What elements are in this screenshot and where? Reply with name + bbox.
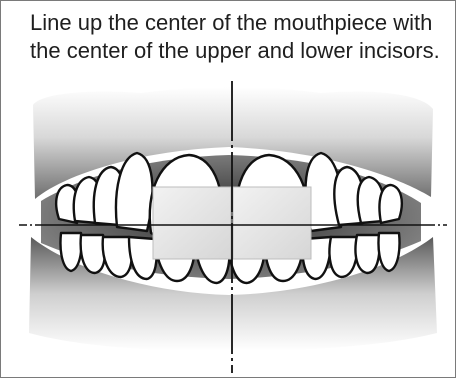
mouthpiece-right-half [233, 187, 311, 259]
instruction-text: Line up the center of the mouthpiece wit… [30, 9, 445, 65]
mouthpiece-left-half [153, 187, 231, 259]
